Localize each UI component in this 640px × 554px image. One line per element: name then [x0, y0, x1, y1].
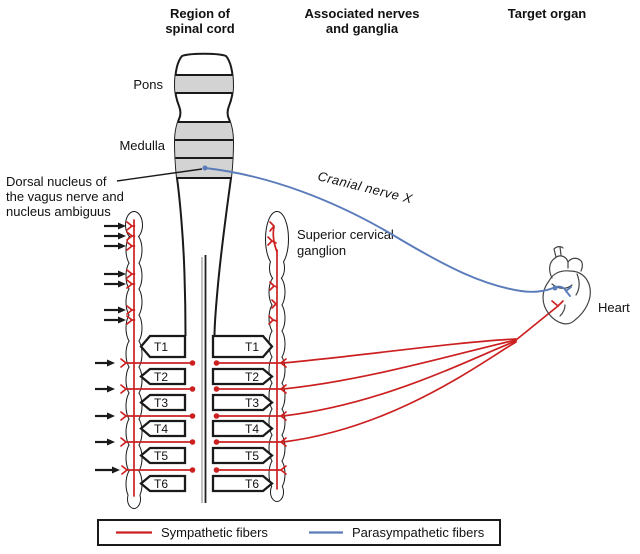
left-chain-red-forks: [126, 221, 136, 325]
right-sympathetic-chain: Superior cervical ganglion: [265, 211, 394, 502]
pons-band: [175, 75, 233, 93]
left-spinal-segment-T3: [139, 393, 187, 412]
label-superior-cervical-ganglion-line1: Superior cervical: [297, 227, 394, 242]
preganglionic-arrows: [104, 222, 126, 324]
label-medulla: Medulla: [119, 138, 165, 153]
left-spinal-segments: T1 T2 T3 T4 T5 T6: [139, 334, 187, 493]
right-segment-label-T4: T4: [245, 422, 259, 436]
brainstem-bands: [175, 74, 233, 178]
left-segment-label-T6: T6: [154, 477, 168, 491]
right-segment-label-T5: T5: [245, 449, 259, 463]
label-pons: Pons: [133, 77, 163, 92]
right-spinal-segment-T6: [211, 474, 274, 493]
brainstem: Pons Medulla: [119, 52, 235, 179]
heart-label: Heart: [598, 300, 630, 315]
left-segment-label-T2: T2: [154, 370, 168, 384]
label-dorsal-nucleus-line2: the vagus nerve and: [6, 189, 124, 204]
right-segment-label-T2: T2: [245, 370, 259, 384]
cardiac-plexus-dot: [552, 285, 558, 291]
left-thoracic-fibers: [95, 358, 196, 475]
right-spinal-segment-T5: [211, 446, 274, 465]
right-spinal-segment-T2: [211, 367, 274, 386]
header-nerves-line2: and ganglia: [326, 21, 399, 36]
left-spinal-segment-T6: [139, 474, 187, 493]
dorsal-nucleus-pointer-line: [116, 168, 203, 182]
spinal-cord-left-edge: [176, 177, 187, 337]
right-spinal-segment-T1: [211, 334, 274, 359]
medulla-band-2: [175, 140, 233, 158]
right-segment-label-T1: T1: [245, 340, 259, 354]
spinal-cord: [176, 177, 232, 503]
header-region-line2: spinal cord: [165, 21, 234, 36]
medulla-band-1: [175, 122, 233, 140]
left-segment-label-T1: T1: [154, 340, 168, 354]
legend-box: Sympathetic fibers Parasympathetic fiber…: [97, 519, 501, 546]
left-chain-cervical-branches: [104, 221, 136, 325]
vagus-terminal-branches: [520, 285, 572, 297]
right-spinal-segment-T3: [211, 393, 274, 412]
spinal-cord-right-edge: [213, 177, 232, 337]
legend-sympathetic-label: Sympathetic fibers: [161, 525, 268, 540]
heart-illustration: Heart: [520, 246, 630, 325]
cranial-nerve-x-fiber: [204, 167, 522, 292]
legend-parasympathetic-label: Parasympathetic fibers: [352, 525, 485, 540]
header-region-line1: Region of: [170, 6, 231, 21]
vagal-nucleus-dot: [202, 165, 208, 171]
dorsal-nucleus-callout: Dorsal nucleus of the vagus nerve and nu…: [6, 168, 203, 219]
column-headers: Region of spinal cord Associated nerves …: [165, 6, 586, 36]
label-dorsal-nucleus-line1: Dorsal nucleus of: [6, 174, 107, 189]
right-segment-label-T3: T3: [245, 396, 259, 410]
heart-body: [542, 270, 591, 325]
left-spinal-segment-T2: [139, 367, 187, 386]
right-thoracic-fibers: [213, 300, 564, 475]
sympathetic-cardiac-nerves: [282, 300, 564, 443]
label-dorsal-nucleus-line3: nucleus ambiguus: [6, 204, 111, 219]
right-spinal-segment-T4: [211, 419, 274, 438]
left-spinal-segment-T4: [139, 419, 187, 438]
legend-border: [97, 519, 501, 546]
left-sympathetic-chain: [125, 211, 143, 509]
right-spinal-segments: T1 T2 T3 T4 T5 T6: [211, 334, 274, 493]
cranial-nerve-x-label: Cranial nerve X: [316, 168, 415, 206]
left-spinal-segment-T5: [139, 446, 187, 465]
label-superior-cervical-ganglion-line2: ganglion: [297, 243, 346, 258]
header-target-organ: Target organ: [508, 6, 587, 21]
left-spinal-segment-T1: [139, 334, 187, 359]
left-segment-label-T5: T5: [154, 449, 168, 463]
right-segment-label-T6: T6: [245, 477, 259, 491]
header-nerves-line1: Associated nerves: [305, 6, 420, 21]
left-segment-label-T4: T4: [154, 422, 168, 436]
left-segment-label-T3: T3: [154, 396, 168, 410]
